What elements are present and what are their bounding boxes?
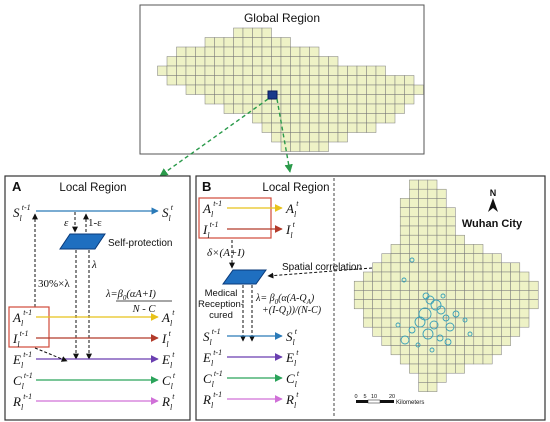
- a-row-0-left: Alt-1: [12, 308, 32, 328]
- case-circle: [462, 317, 468, 323]
- lambda-formula: λ=β0(αA+I) N - C: [105, 289, 172, 315]
- b-top-row-1-right: Ilt: [285, 220, 296, 240]
- north-arrow-icon: N: [488, 188, 498, 212]
- city-label: Wuhan City: [462, 218, 523, 230]
- a-row-3-right: Clt: [162, 371, 176, 391]
- svg-text:10: 10: [371, 394, 377, 400]
- a-row-1-left: Ilt-1: [12, 329, 28, 349]
- thirty-percent-lambda-label: 30%×λ: [38, 278, 70, 290]
- a-row-1-right: Ilt: [161, 329, 172, 349]
- svg-text:N - C: N - C: [132, 304, 157, 315]
- b-infected-box: [198, 197, 272, 239]
- one-minus-epsilon-label: 1-ε: [88, 217, 102, 229]
- a-s-left: Slt-1: [13, 203, 31, 223]
- case-circle: [409, 257, 415, 263]
- global-region-panel: Global Region: [139, 4, 425, 155]
- spatial-correlation-label: Spatial correlation: [282, 262, 362, 273]
- b-bot-row-1-right: Elt: [285, 348, 299, 368]
- self-protection-label: Self-protection: [108, 238, 172, 249]
- case-circle: [436, 334, 444, 342]
- a-infected-box: [8, 306, 50, 348]
- a-row-2-left: Elt-1: [12, 350, 32, 370]
- a-row-4-right: Rlt: [161, 392, 175, 412]
- case-circle: [422, 292, 430, 300]
- b-bot-row-2-left: Clt-1: [203, 369, 223, 389]
- case-circle: [436, 305, 446, 315]
- a-row-4-left: Rlt-1: [12, 392, 32, 412]
- self-protection-node: [59, 233, 106, 250]
- case-circle: [414, 316, 426, 328]
- delta-label: δ×(A+I): [207, 247, 245, 259]
- case-circle: [408, 326, 416, 334]
- panel-b-title: Local Region: [262, 182, 329, 194]
- global-region-grid-map: [157, 27, 424, 152]
- cured-label: cured: [209, 310, 233, 321]
- case-circle: [400, 335, 410, 345]
- case-circle: [429, 320, 439, 330]
- case-circle: [429, 347, 435, 353]
- b-top-row-0-right: Alt: [285, 199, 299, 219]
- b-bot-row-3-left: Rlt-1: [202, 390, 222, 410]
- medical-node: [222, 269, 267, 285]
- a-row-2-right: Elt: [161, 350, 175, 370]
- case-circles: [395, 257, 473, 353]
- reception-label: Reception-: [198, 299, 244, 310]
- b-bot-row-1-left: Elt-1: [202, 348, 222, 368]
- case-circle: [452, 310, 460, 318]
- global-region-title: Global Region: [244, 11, 320, 25]
- scale-bar: 0 5 10 20 Kilometers: [354, 394, 424, 406]
- svg-text:N: N: [490, 188, 497, 198]
- case-circle: [442, 314, 450, 322]
- svg-text:20: 20: [389, 394, 395, 400]
- case-circle: [430, 299, 442, 311]
- a-s-right: Slt: [162, 203, 174, 223]
- case-circle: [440, 293, 446, 299]
- svg-text:λ=β0(αA+I): λ=β0(αA+I): [105, 289, 156, 302]
- b-top-row-1-left: Ilt-1: [202, 220, 218, 240]
- case-circle: [422, 328, 434, 340]
- b-bot-row-0-left: Slt-1: [203, 327, 221, 347]
- a-row-0-right: Alt: [161, 308, 175, 328]
- case-circle: [395, 322, 401, 328]
- svg-text:+(I-QI))/(N-C): +(I-QI))/(N-C): [262, 305, 322, 318]
- case-circle: [444, 338, 452, 346]
- svg-text:λ= β0(α(A-QA): λ= β0(α(A-QA): [255, 293, 315, 306]
- svg-text:5: 5: [363, 394, 366, 400]
- panel-a-title: Local Region: [59, 182, 126, 194]
- b-top-row-0-left: Alt-1: [202, 199, 222, 219]
- panel-a: A Local Region Slt-1 Slt ε 1-ε Self-prot…: [4, 175, 191, 421]
- selected-grid-cell[interactable]: [267, 90, 278, 100]
- panel-b-letter: B: [202, 179, 211, 194]
- b-lambda-formula: λ= β0(α(A-QA) +(I-QI))/(N-C): [255, 293, 322, 318]
- b-bot-row-0-right: Slt: [286, 327, 298, 347]
- svg-text:Kilometers: Kilometers: [396, 400, 424, 406]
- case-circle: [467, 331, 473, 337]
- case-circle: [401, 277, 407, 283]
- svg-text:0: 0: [354, 394, 357, 400]
- medical-label: Medical: [205, 288, 238, 299]
- b-bot-row-3-right: Rlt: [285, 390, 299, 410]
- case-circle: [445, 322, 455, 332]
- lambda-label: λ: [91, 259, 97, 271]
- panel-a-letter: A: [12, 179, 22, 194]
- zoom-pointer-arrows: [159, 98, 293, 177]
- case-circle: [415, 342, 421, 348]
- b-bot-row-2-right: Clt: [286, 369, 300, 389]
- a-row-3-left: Clt-1: [13, 371, 33, 391]
- epsilon-label: ε: [64, 217, 69, 229]
